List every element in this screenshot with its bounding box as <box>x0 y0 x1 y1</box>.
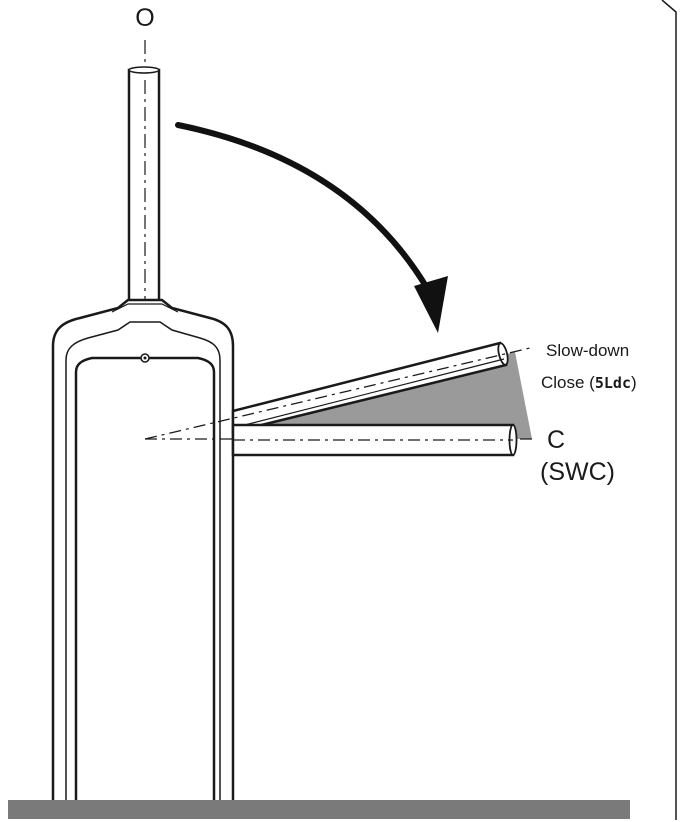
label-slowdown-line2: Close (5Ldc) <box>541 373 637 392</box>
label-close-code: (SWC) <box>540 458 615 486</box>
boom-open <box>127 66 161 314</box>
barrier-cabinet <box>51 298 235 800</box>
curved-arrow-icon <box>175 122 448 333</box>
slowdown-angle-line <box>144 347 531 440</box>
label-slowdown-line1: Slow-down <box>546 341 629 360</box>
ground-bar <box>8 800 630 819</box>
label-open: O <box>135 4 154 32</box>
label-close: C <box>547 426 565 454</box>
slowdown-code: 5Ldc <box>595 374 631 392</box>
boom-closed <box>231 423 518 457</box>
page-border <box>661 0 677 820</box>
